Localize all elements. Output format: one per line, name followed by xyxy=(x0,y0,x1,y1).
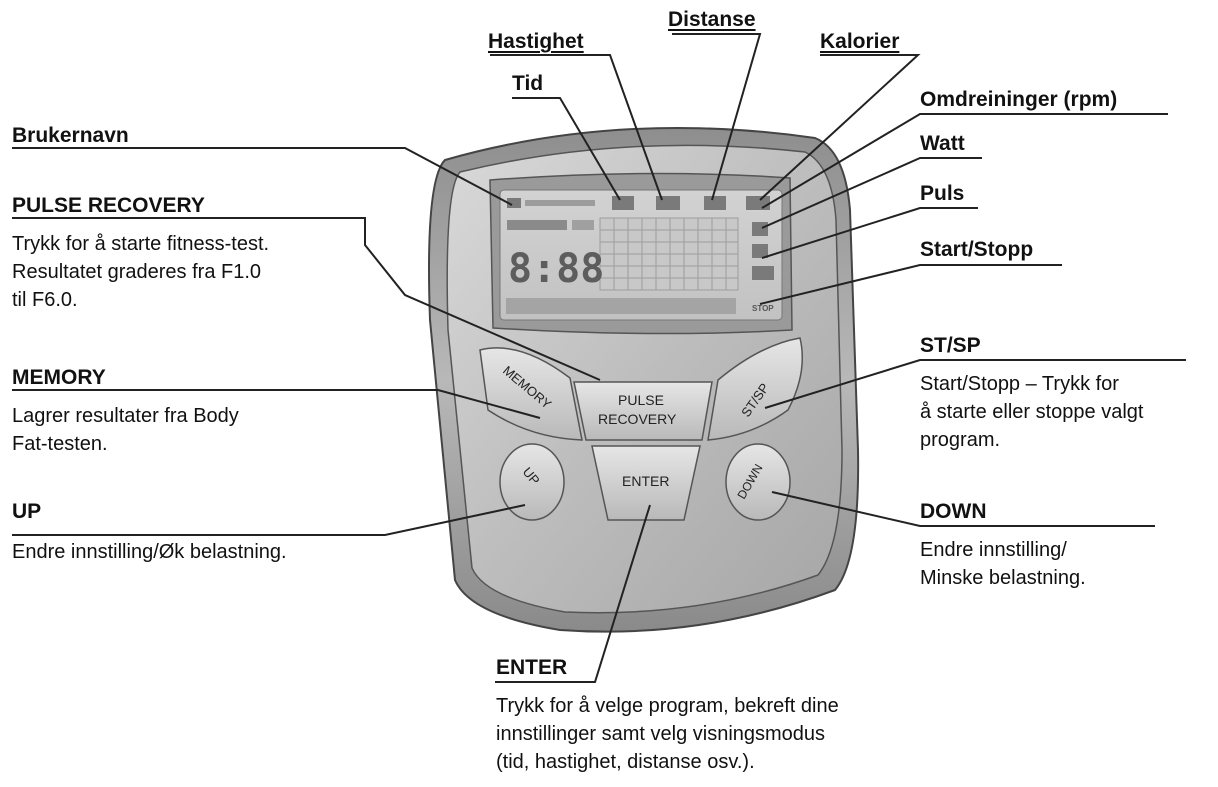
up-button xyxy=(499,443,565,521)
label-down: DOWN xyxy=(920,500,987,523)
desc-stsp-1: Start/Stopp – Trykk for xyxy=(920,373,1119,395)
leader-brukernavn xyxy=(12,147,513,206)
label-memory: MEMORY xyxy=(12,366,106,389)
desc-memory-1: Lagrer resultater fra Body xyxy=(12,405,239,427)
lcd-graph-grid xyxy=(599,217,739,291)
desc-enter-2: innstillinger samt velg visningsmodus xyxy=(496,723,826,745)
label-pulse-recovery: PULSE RECOVERY xyxy=(12,194,205,217)
leader-distanse xyxy=(672,33,762,201)
label-puls: Puls xyxy=(920,182,965,205)
leader-puls xyxy=(761,207,978,259)
desc-down-2: Minske belastning. xyxy=(920,567,1086,589)
label-enter: ENTER xyxy=(496,656,568,679)
desc-up-1: Endre innstilling/Øk belastning. xyxy=(12,541,287,563)
pulse-recovery-label-1: PULSE xyxy=(618,392,664,408)
leader-stsp xyxy=(764,359,1186,409)
down-button xyxy=(725,443,791,521)
lcd-bottom-row xyxy=(506,298,736,314)
stsp-button xyxy=(707,337,803,441)
label-rpm: Omdreininger (rpm) xyxy=(920,88,1118,111)
desc-enter-3: (tid, hastighet, distanse osv.). xyxy=(496,751,755,773)
label-tid: Tid xyxy=(512,72,544,95)
leader-kalorier xyxy=(759,54,921,201)
enter-button-label: ENTER xyxy=(622,473,669,489)
label-stsp: ST/SP xyxy=(920,334,981,357)
leader-rpm xyxy=(761,113,1168,209)
leader-up xyxy=(12,504,526,536)
label-start-stopp: Start/Stopp xyxy=(920,238,1034,261)
lcd-stop-label: STOP xyxy=(752,304,774,313)
label-kalorier: Kalorier xyxy=(820,30,900,53)
leader-enter xyxy=(495,504,651,683)
label-watt: Watt xyxy=(920,132,965,155)
leader-tid xyxy=(512,97,621,201)
desc-stsp-2: å starte eller stoppe valgt xyxy=(920,401,1144,423)
desc-pulse-recovery-1: Trykk for å starte fitness-test. xyxy=(12,233,270,255)
lcd-main-digits: 8:88 xyxy=(508,246,604,292)
label-hastighet: Hastighet xyxy=(488,30,584,53)
desc-memory-2: Fat-testen. xyxy=(12,433,108,455)
memory-button xyxy=(479,347,583,441)
leader-down xyxy=(771,491,1155,527)
leader-pulse-recovery xyxy=(12,217,601,381)
leader-lines xyxy=(12,33,1186,683)
desc-stsp-3: program. xyxy=(920,429,1001,451)
leader-start-stopp xyxy=(759,264,1062,305)
desc-pulse-recovery-2: Resultatet graderes fra F1.0 xyxy=(12,261,262,283)
enter-button xyxy=(591,445,701,521)
pulse-recovery-label-2: RECOVERY xyxy=(598,411,677,427)
label-up: UP xyxy=(12,500,42,523)
lcd-left-rows xyxy=(507,220,594,230)
label-brukernavn: Brukernavn xyxy=(12,124,129,147)
lcd-right-column xyxy=(752,222,774,280)
desc-pulse-recovery-3: til F6.0. xyxy=(12,289,78,311)
leader-memory xyxy=(12,389,541,419)
leader-watt xyxy=(761,157,982,229)
pulse-recovery-button xyxy=(573,381,713,441)
leader-hastighet xyxy=(490,54,663,201)
desc-down-1: Endre innstilling/ xyxy=(920,539,1067,561)
label-distanse: Distanse xyxy=(668,8,756,31)
desc-enter-1: Trykk for å velge program, bekreft dine xyxy=(496,695,839,717)
